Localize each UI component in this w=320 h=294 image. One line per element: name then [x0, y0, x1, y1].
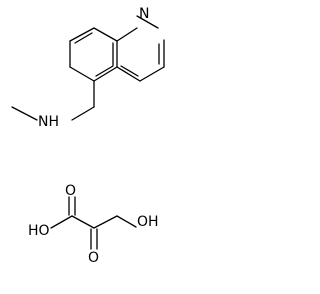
bond: [136, 15, 159, 29]
quinoline-nitrogen-label: N: [139, 6, 149, 22]
chemical-structure-drawing: N NH O HO OH O: [11, 6, 165, 266]
double-bond: [74, 32, 93, 44]
bond: [116, 66, 141, 82]
pyridine-ring: [116, 15, 165, 82]
oxalic-acid: [50, 196, 137, 250]
bond: [116, 215, 137, 228]
bond: [139, 66, 165, 82]
bond: [11, 106, 38, 121]
hydroxyl-left-label: HO: [28, 223, 50, 239]
bond: [69, 66, 95, 82]
methylaminomethyl-chain: [11, 80, 95, 121]
bond: [50, 215, 73, 229]
double-bond: [120, 65, 139, 77]
bond: [71, 106, 95, 121]
amine-nitrogen-label: NH: [38, 114, 59, 130]
bond: [93, 215, 118, 229]
bond: [93, 66, 118, 82]
structure-canvas: N NH O HO OH O: [11, 6, 165, 266]
carbonyl-oxygen-top-label: O: [65, 183, 76, 199]
benzene-ring: [69, 27, 118, 82]
bond: [116, 27, 138, 42]
bond: [69, 27, 95, 42]
bond: [93, 27, 118, 42]
double-bond: [95, 65, 114, 77]
bond: [71, 215, 95, 229]
hydroxyl-right-label: OH: [137, 214, 159, 230]
carbonyl-oxygen-bottom-label: O: [88, 250, 99, 266]
